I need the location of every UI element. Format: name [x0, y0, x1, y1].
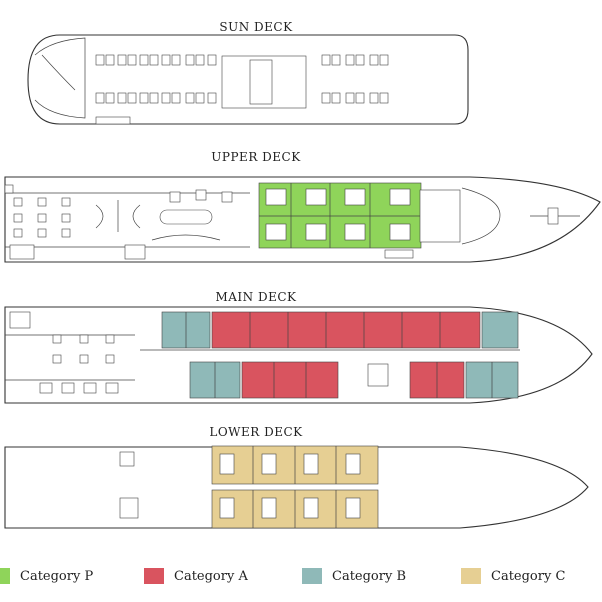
legend-swatch-c	[461, 568, 481, 584]
upper-lounge-tables	[13, 197, 71, 238]
sun-deck	[27, 34, 469, 125]
legend-item-category-b: Category B	[302, 566, 406, 586]
sun-deck-title: SUN DECK	[219, 20, 293, 34]
category-legend: Category P Category A Category B Categor…	[0, 562, 602, 590]
legend-label-a: Category A	[174, 568, 248, 584]
upper-category-p-cabins	[258, 182, 422, 249]
lower-category-c-cabins	[211, 445, 379, 529]
sun-loungers-top	[95, 54, 389, 66]
main-category-a-cabins-bottom	[241, 361, 465, 399]
main-category-a-cabins-top	[211, 311, 481, 349]
legend-swatch-b	[302, 568, 322, 584]
lower-deck	[4, 445, 589, 529]
legend-item-category-c: Category C	[461, 566, 565, 586]
main-restaurant-tables	[39, 334, 119, 394]
upper-deck-title: UPPER DECK	[211, 150, 301, 164]
legend-label-b: Category B	[332, 568, 407, 584]
upper-deck	[4, 176, 601, 263]
lower-deck-outline	[4, 446, 589, 529]
main-category-b-cabins-top-fwd	[481, 311, 519, 349]
main-deck	[4, 306, 593, 404]
main-category-b-cabins-bottom-fwd	[465, 361, 519, 399]
main-category-b-cabins-top-aft	[161, 311, 211, 349]
legend-swatch-a	[144, 568, 164, 584]
legend-label-c: Category C	[491, 568, 566, 584]
main-deck-title: MAIN DECK	[215, 290, 297, 304]
legend-label-p: Category P	[20, 568, 94, 584]
legend-item-category-a: Category A	[144, 566, 248, 586]
sun-loungers-bottom	[95, 92, 389, 104]
legend-swatch-p	[0, 568, 10, 584]
lower-deck-title: LOWER DECK	[209, 425, 303, 439]
main-category-b-cabins-bottom-aft	[189, 361, 241, 399]
legend-item-category-p: Category P	[0, 566, 93, 586]
